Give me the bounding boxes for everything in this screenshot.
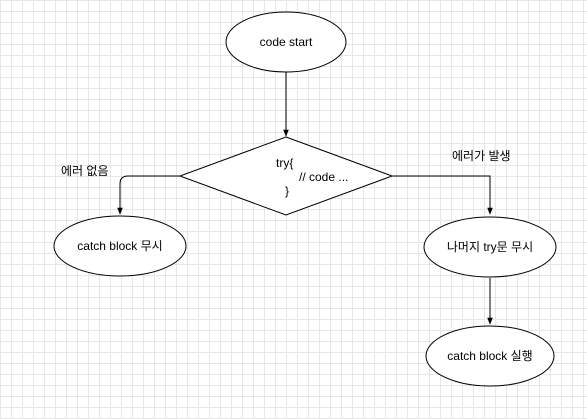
node-try-line-2: // code ... [299, 170, 348, 184]
node-catch-ignored: catch block 무시 [53, 215, 187, 277]
node-rest-ignored-shape [423, 216, 557, 278]
node-catch-executed-label: catch block 실행 [447, 348, 532, 363]
node-try-decision: try{ // code ... } [178, 136, 394, 216]
node-rest-ignored-label: 나머지 try문 무시 [447, 240, 533, 254]
node-code-start: code start [225, 11, 347, 73]
node-code-start-shape [225, 11, 347, 73]
node-code-start-label: code start [260, 35, 313, 49]
edge-error-occurs: 에러가 발생 [392, 149, 511, 215]
edge-error-occurs-line [392, 175, 493, 215]
edge-no-error-line [117, 175, 180, 215]
edge-no-error: 에러 없음 [61, 164, 180, 215]
edge-no-error-label: 에러 없음 [61, 164, 109, 178]
node-try-line-1: try{ [276, 156, 293, 170]
node-catch-ignored-shape [53, 215, 187, 277]
node-try-decision-shape [178, 136, 394, 216]
node-try-line-3: } [285, 184, 289, 198]
node-catch-executed-shape [425, 325, 555, 387]
node-catch-executed: catch block 실행 [425, 325, 555, 387]
edge-error-occurs-label: 에러가 발생 [452, 149, 511, 163]
node-rest-ignored: 나머지 try문 무시 [423, 216, 557, 278]
node-catch-ignored-label: catch block 무시 [77, 239, 162, 253]
